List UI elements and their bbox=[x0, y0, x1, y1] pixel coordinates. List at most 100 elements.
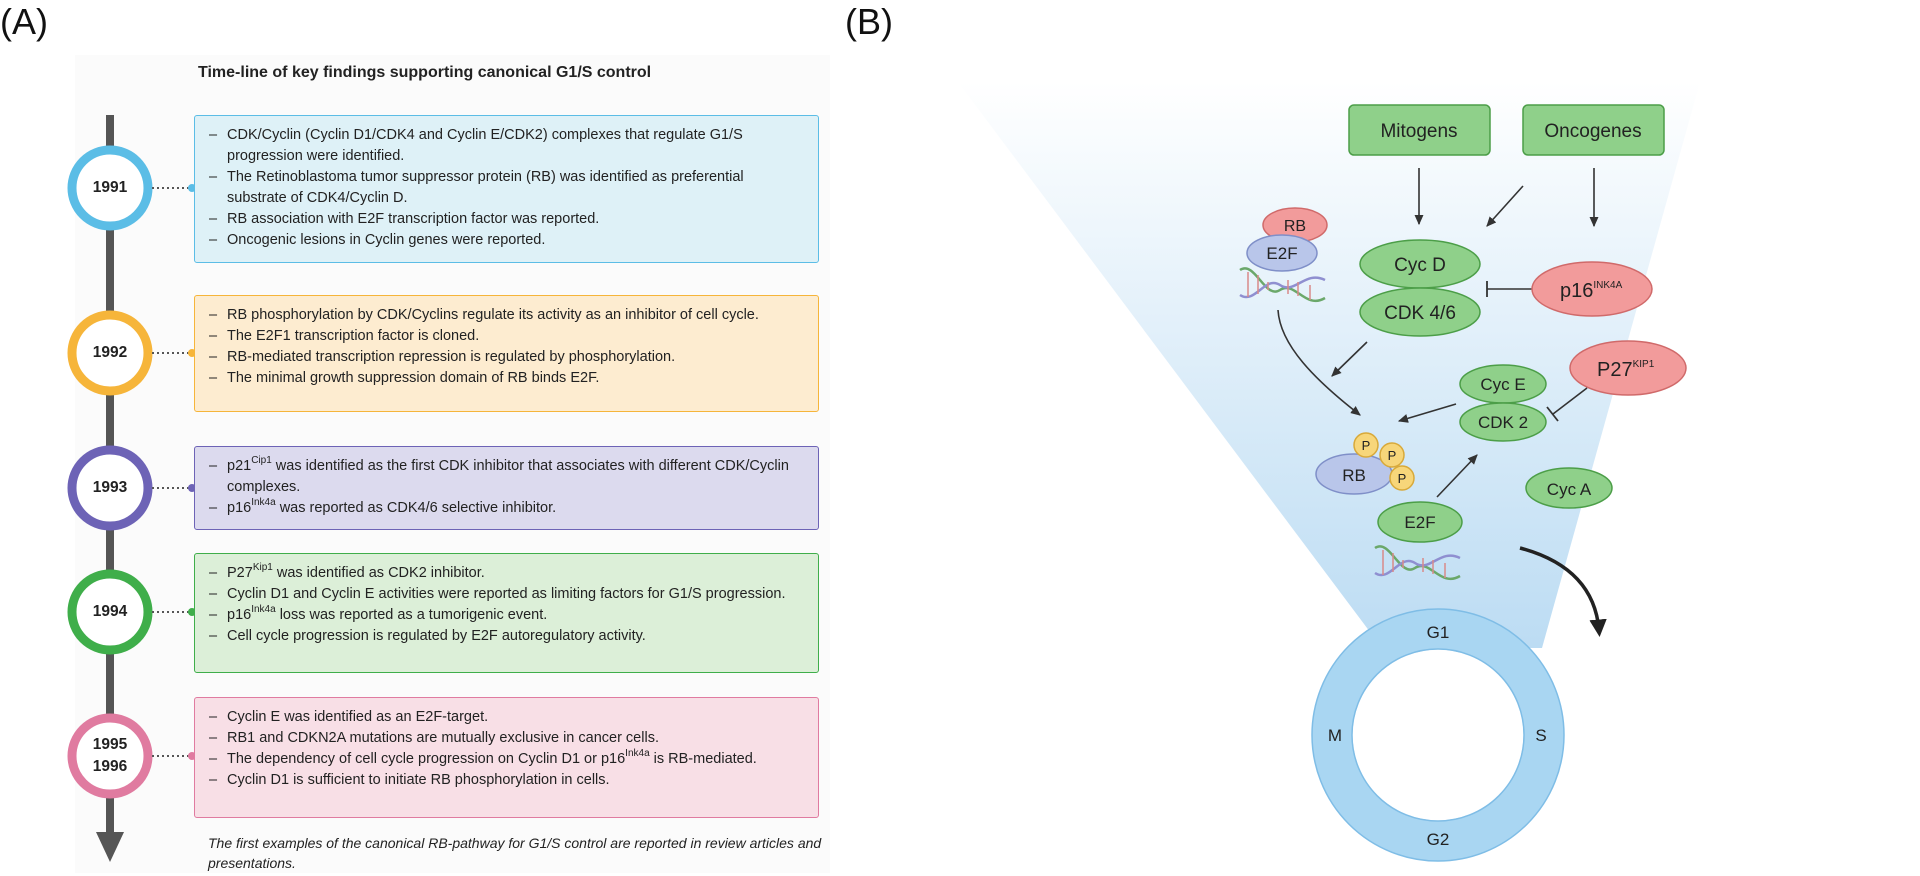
mitogens-label: Mitogens bbox=[1380, 121, 1457, 142]
finding-superscript: Ink4a bbox=[625, 748, 650, 760]
finding-box-1992: RB phosphorylation by CDK/Cyclins regula… bbox=[194, 295, 819, 412]
finding-list: P27Kip1 was identified as CDK2 inhibitor… bbox=[209, 563, 806, 647]
finding-text: was identified as CDK2 inhibitor. bbox=[272, 565, 485, 581]
year-node-1995-1996 bbox=[67, 713, 196, 799]
p16-main: p16 bbox=[1560, 280, 1593, 302]
finding-box-1993: p21Cip1 was identified as the first CDK … bbox=[194, 446, 819, 530]
finding-text: p16 bbox=[227, 607, 252, 623]
finding-text: RB-mediated transcription repression is … bbox=[227, 349, 676, 365]
finding-superscript: Cip1 bbox=[251, 455, 272, 467]
p16-label: p16INK4A bbox=[1560, 280, 1623, 302]
p27-inhibition-line bbox=[1552, 387, 1588, 415]
finding-text: Cell cycle progression is regulated by E… bbox=[227, 628, 646, 644]
finding-text: The minimal growth suppression domain of… bbox=[227, 370, 600, 386]
pathway-funnel bbox=[958, 82, 1700, 648]
finding-box-1995-1996: Cyclin E was identified as an E2F-target… bbox=[194, 697, 819, 818]
year-label-1993: 1993 bbox=[92, 479, 128, 496]
phospho-label-3: P bbox=[1398, 471, 1407, 486]
finding-list: p21Cip1 was identified as the first CDK … bbox=[209, 456, 806, 519]
finding-item: RB-mediated transcription repression is … bbox=[209, 347, 806, 368]
finding-item: p16Ink4a loss was reported as a tumorige… bbox=[209, 605, 806, 626]
finding-item: RB phosphorylation by CDK/Cyclins regula… bbox=[209, 305, 806, 326]
year-label-1995-1996: 1995 1996 bbox=[92, 736, 128, 775]
finding-text: RB phosphorylation by CDK/Cyclins regula… bbox=[227, 307, 759, 323]
finding-text: is RB-mediated. bbox=[649, 751, 757, 767]
year-node-1994 bbox=[67, 569, 196, 655]
p27-node bbox=[1569, 340, 1687, 396]
cycle-g2-label: G2 bbox=[1427, 830, 1450, 849]
arrow-cdk46-rb bbox=[1331, 341, 1368, 377]
oncogenes-box bbox=[1522, 104, 1665, 156]
e2f-top-label: E2F bbox=[1266, 244, 1297, 263]
finding-text: CDK/Cyclin (Cyclin D1/CDK4 and Cyclin E/… bbox=[227, 127, 743, 164]
finding-text: p16 bbox=[227, 500, 252, 516]
year-node-1992 bbox=[67, 310, 196, 396]
finding-text: The E2F1 transcription factor is cloned. bbox=[227, 328, 480, 344]
finding-list: Cyclin E was identified as an E2F-target… bbox=[209, 707, 806, 791]
arrow-oncogenes-cycd bbox=[1486, 185, 1524, 227]
p16-superscript: INK4A bbox=[1593, 280, 1622, 291]
e2f-bottom-node bbox=[1377, 501, 1463, 543]
finding-item: p16Ink4a was reported as CDK4/6 selectiv… bbox=[209, 498, 806, 519]
finding-list: RB phosphorylation by CDK/Cyclins regula… bbox=[209, 305, 806, 389]
cyc-d-label: Cyc D bbox=[1394, 255, 1446, 276]
cyc-a-node bbox=[1525, 467, 1613, 509]
finding-box-1994: P27Kip1 was identified as CDK2 inhibitor… bbox=[194, 553, 819, 673]
timeline-title: Time-line of key findings supporting can… bbox=[198, 64, 652, 81]
finding-text: RB association with E2F transcription fa… bbox=[227, 211, 600, 227]
arrow-e2f-rb bbox=[1277, 309, 1361, 416]
p27-superscript: KIP1 bbox=[1633, 359, 1655, 370]
rb-phospho-label: RB bbox=[1342, 466, 1366, 485]
timeline-arrow-head bbox=[96, 832, 124, 862]
finding-list: CDK/Cyclin (Cyclin D1/CDK4 and Cyclin E/… bbox=[209, 125, 806, 251]
finding-text: P27 bbox=[227, 565, 253, 581]
finding-text: was identified as the first CDK inhibito… bbox=[227, 458, 789, 495]
phospho-circle-1 bbox=[1353, 432, 1379, 458]
dna-bottom-icon bbox=[1374, 545, 1461, 580]
cdk46-label: CDK 4/6 bbox=[1384, 303, 1456, 324]
finding-superscript: Ink4a bbox=[251, 497, 276, 509]
finding-item: The E2F1 transcription factor is cloned. bbox=[209, 326, 806, 347]
finding-item: Cyclin D1 and Cyclin E activities were r… bbox=[209, 584, 806, 605]
finding-item: RB1 and CDKN2A mutations are mutually ex… bbox=[209, 728, 806, 749]
year-node-1991 bbox=[67, 145, 196, 231]
finding-text: Cyclin E was identified as an E2F-target… bbox=[227, 709, 489, 725]
year-label-1991: 1991 bbox=[92, 179, 128, 196]
arrow-e2f-cdk2 bbox=[1436, 454, 1478, 498]
panel-label-b: (B) bbox=[845, 1, 893, 42]
cell-cycle-ring bbox=[1311, 608, 1565, 862]
panel-label-a: (A) bbox=[0, 1, 48, 42]
phospho-label-2: P bbox=[1388, 448, 1397, 463]
cdk2-label: CDK 2 bbox=[1478, 413, 1528, 432]
finding-item: p21Cip1 was identified as the first CDK … bbox=[209, 456, 806, 498]
finding-text: Cyclin D1 is sufficient to initiate RB p… bbox=[227, 772, 610, 788]
cdk2-node bbox=[1459, 402, 1547, 442]
finding-text: The Retinoblastoma tumor suppressor prot… bbox=[227, 169, 744, 206]
finding-item: Cell cycle progression is regulated by E… bbox=[209, 626, 806, 647]
phospho-label-1: P bbox=[1362, 438, 1371, 453]
finding-item: Cyclin D1 is sufficient to initiate RB p… bbox=[209, 770, 806, 791]
year-node-1993 bbox=[67, 445, 196, 531]
phospho-circle-3 bbox=[1389, 465, 1415, 491]
finding-item: RB association with E2F transcription fa… bbox=[209, 209, 806, 230]
rb-top-label: RB bbox=[1284, 218, 1306, 235]
cyc-a-label: Cyc A bbox=[1547, 480, 1592, 499]
finding-text: loss was reported as a tumorigenic event… bbox=[275, 607, 548, 623]
dna-top-icon bbox=[1239, 267, 1326, 302]
timeline-footnote: The first examples of the canonical RB-p… bbox=[208, 835, 822, 871]
finding-superscript: Kip1 bbox=[252, 562, 273, 574]
finding-text: was reported as CDK4/6 selective inhibit… bbox=[275, 500, 557, 516]
finding-text: Cyclin D1 and Cyclin E activities were r… bbox=[227, 586, 786, 602]
finding-text: RB1 and CDKN2A mutations are mutually ex… bbox=[227, 730, 659, 746]
e2f-top-node bbox=[1246, 234, 1318, 272]
year-label-1994: 1994 bbox=[92, 603, 128, 620]
finding-item: Oncogenic lesions in Cyclin genes were r… bbox=[209, 230, 806, 251]
p27-label: P27KIP1 bbox=[1597, 359, 1655, 381]
cyc-e-label: Cyc E bbox=[1480, 375, 1525, 394]
p16-node bbox=[1531, 261, 1653, 317]
finding-superscript: Ink4a bbox=[251, 604, 276, 616]
finding-item: P27Kip1 was identified as CDK2 inhibitor… bbox=[209, 563, 806, 584]
oncogenes-label: Oncogenes bbox=[1544, 121, 1641, 142]
